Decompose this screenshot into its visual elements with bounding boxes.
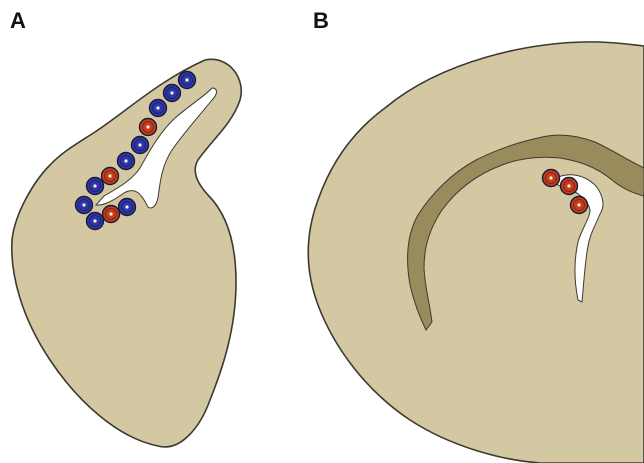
- panel-a-red-cell: [103, 206, 120, 223]
- panel-a-blue-cell: [87, 213, 104, 230]
- panel-b-tissue: [308, 42, 644, 463]
- panel-a-blue-cell: [164, 85, 181, 102]
- panel-a-blue-cell: [76, 197, 93, 214]
- panel-a-blue-cell: [132, 137, 149, 154]
- panel-a-blue-cell: [150, 100, 167, 117]
- panel-b-red-cell: [571, 197, 588, 214]
- panel-a-blue-cell: [179, 72, 196, 89]
- panel-a-blue-cell: [118, 153, 135, 170]
- panel-a-red-cell: [102, 168, 119, 185]
- panel-a-blue-cell: [119, 199, 136, 216]
- panel-a-tissue: [12, 59, 241, 447]
- panel-b-red-cell: [543, 170, 560, 187]
- panel-a-outline: [12, 59, 241, 447]
- panel-a-blue-cell: [87, 178, 104, 195]
- panel-b-outline: [308, 42, 644, 463]
- panel-a-red-cell: [140, 119, 157, 136]
- panel-b-red-cell: [561, 178, 578, 195]
